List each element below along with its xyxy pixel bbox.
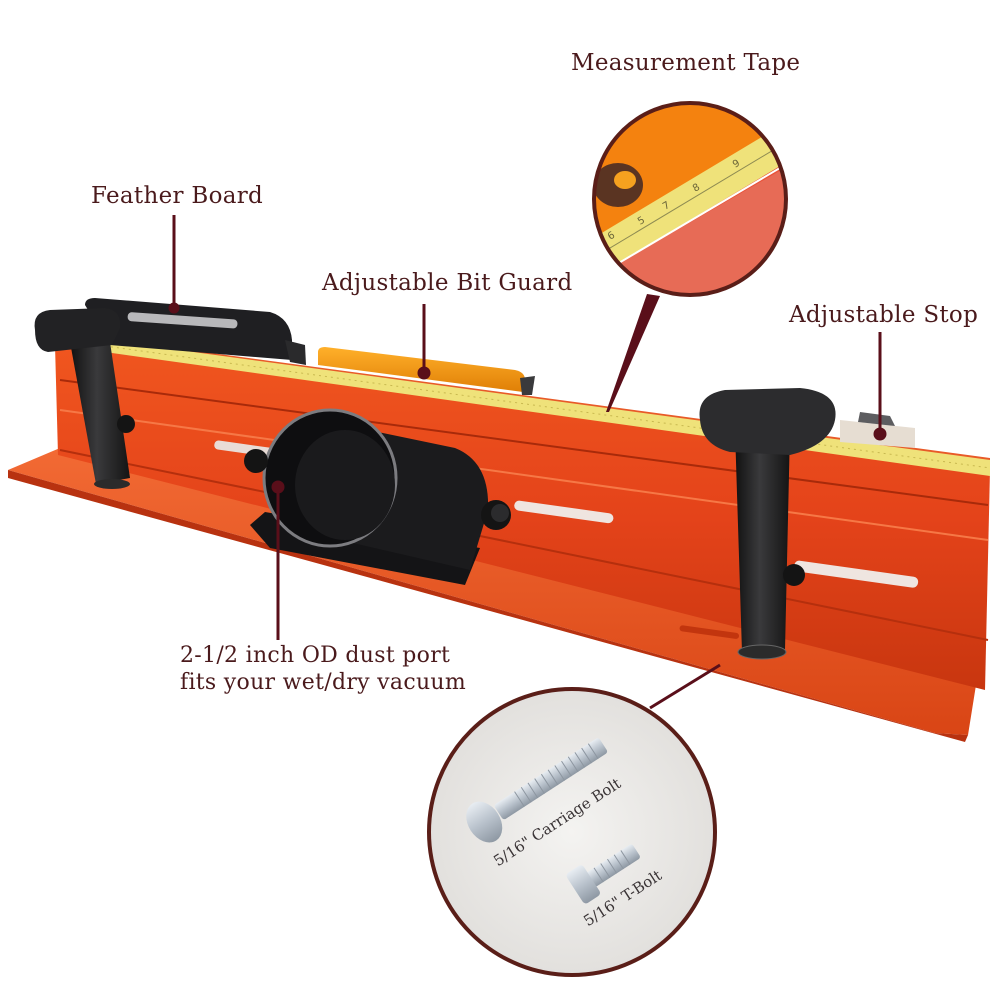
label-dust-port: 2-1/2 inch OD dust port fits your wet/dr… [180, 643, 467, 695]
fence-base-plate [8, 448, 980, 742]
label-measurement-tape: Measurement Tape [571, 50, 801, 76]
left-hold-down-clamp [34, 308, 135, 489]
tape-number: 6 [606, 230, 617, 243]
t-bolt-image [566, 844, 640, 904]
label-feather-board: Feather Board [91, 183, 264, 209]
label-bit-guard: Adjustable Bit Guard [322, 270, 573, 296]
tape-number: 9 [731, 158, 742, 171]
tape-number: 5 [636, 215, 647, 228]
feather-board [85, 298, 306, 365]
measurement-tape-inset: 6 5 7 8 9 [592, 101, 788, 297]
tape-number: 7 [661, 200, 672, 213]
right-hold-down-clamp [699, 388, 836, 660]
label-adjustable-stop: Adjustable Stop [789, 302, 979, 328]
dust-port [244, 408, 511, 585]
bolts-inset [427, 687, 717, 977]
carriage-bolt-image [466, 738, 608, 843]
callout-lines [168, 215, 887, 710]
tape-number: 8 [691, 182, 702, 195]
